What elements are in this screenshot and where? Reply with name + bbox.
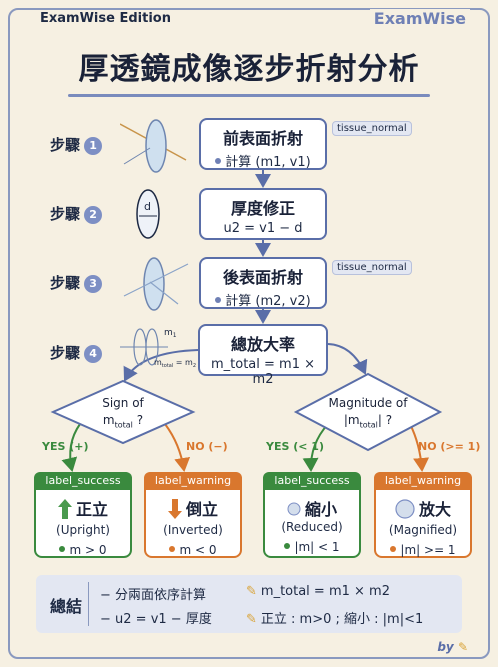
sign-yes-branch-label: YES (+) [42,440,89,453]
brand-logo: ExamWise [369,9,470,28]
result-upright-tag: label_success [34,472,132,490]
result-inverted-cond: m < 0 [146,543,240,557]
summary-left-line-2: − u2 = v1 − 厚度 [100,612,212,627]
result-upright-card: label_success 正立 (Upright) m > 0 [34,472,132,558]
result-inverted-tag: label_warning [144,472,242,490]
result-magnified-cond: |m| >= 1 [376,543,470,557]
summary-panel [36,575,462,633]
result-magnified-tag: label_warning [374,472,472,490]
page-frame [8,8,490,659]
down-arrow-icon [167,498,182,523]
step-1-title: 前表面折射 [222,129,303,148]
pencil-icon: ✎ [457,640,468,654]
step-4-title: 總放大率 [230,335,295,354]
result-reduced-cond: |m| < 1 [265,540,359,554]
step-2-title: 厚度修正 [230,199,295,218]
step-4-box: 總放大率 m_total = m1 × m2 [198,324,328,387]
summary-divider [88,582,89,626]
summary-right-line-2: ✎正立 : m>0 ; 縮小 : |m|<1 [246,612,424,627]
summary-left-line-1: − 分兩面依序計算 [100,588,207,603]
result-inverted-card: label_warning 倒立 (Inverted) m < 0 [144,472,242,558]
result-reduced-card: label_success 縮小 (Reduced) |m| < 1 [263,472,361,558]
step-3-box: 後表面折射 計算 (m2, v2) [199,257,327,309]
result-inverted-main: 倒立 [185,500,218,519]
step-2-sub: u2 = v1 − d [223,221,303,236]
magnitude-yes-branch-label: YES (< 1) [266,440,324,453]
decision-sign-diamond [50,379,196,445]
result-magnified-sub: (Magnified) [388,522,458,537]
result-magnified-card: label_warning 放大 (Magnified) |m| >= 1 [374,472,472,558]
pencil-icon: ✎ [246,584,257,599]
decision-magnitude-diamond [293,372,443,452]
step-3-tag: tissue_normal [332,260,412,275]
step-3-sub: 計算 (m2, v2) [201,290,325,309]
svg-text:m1: m1 [164,328,177,339]
back-surface-lens-icon [123,257,189,311]
result-reduced-tag: label_success [263,472,361,490]
sign-no-branch-label: NO (−) [186,440,228,453]
result-reduced-sub: (Reduced) [281,520,343,534]
step-1-box: 前表面折射 計算 (m1, v1) [199,118,327,170]
step-4-sub: m_total = m1 × m2 [210,357,315,387]
step-2-box: 厚度修正 u2 = v1 − d [199,188,327,240]
thickness-d-label: d [144,200,151,213]
summary-right-line-1: ✎m_total = m1 × m2 [246,584,390,599]
pencil-icon: ✎ [246,612,257,627]
result-upright-main: 正立 [75,500,108,519]
total-magnification-icon: m1 mtotal = m2 [120,328,196,369]
result-upright-cond: m > 0 [36,543,130,557]
footer-by: by ✎ [437,640,468,654]
large-circle-icon [395,498,415,523]
page-title: 厚透鏡成像逐步折射分析 [78,52,420,87]
result-magnified-main: 放大 [418,500,451,519]
step-1-sub: 計算 (m1, v1) [201,151,325,170]
result-reduced-main: 縮小 [304,500,337,519]
decision-sign-text: Sign of mtotal ? [102,396,144,430]
front-surface-lens-icon [120,119,187,173]
up-arrow-icon [57,498,72,523]
svg-text:mtotal = m2: mtotal = m2 [154,358,196,369]
step-1-tag: tissue_normal [332,121,412,136]
summary-label: 總結 [50,597,83,616]
title-underline [68,94,430,97]
magnitude-no-branch-label: NO (>= 1) [418,440,481,453]
decision-magnitude-text: Magnitude of |mtotal| ? [328,396,408,430]
edition-label: ExamWise Edition [36,11,175,26]
thickness-lens-icon: d [136,189,160,239]
small-circle-icon [287,501,301,520]
result-upright-sub: (Upright) [56,522,110,537]
result-inverted-sub: (Inverted) [163,522,223,537]
step-3-title: 後表面折射 [222,268,303,287]
